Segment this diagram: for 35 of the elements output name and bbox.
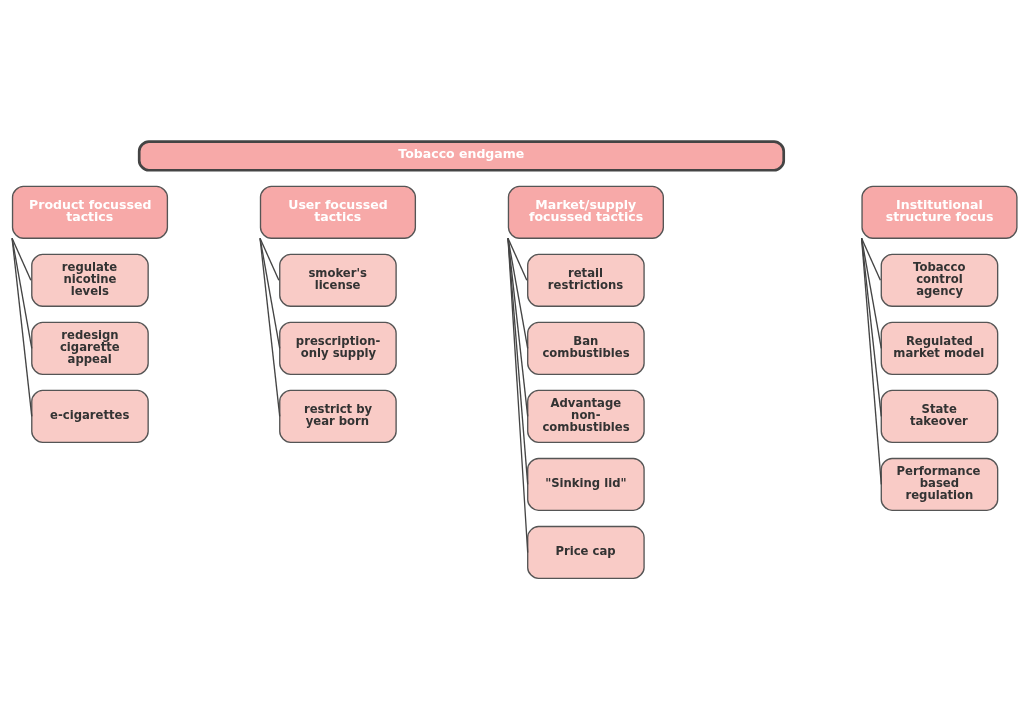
connector xyxy=(11,237,33,350)
node-box: Tobacco endgame xyxy=(137,140,786,172)
node-box: State takeover xyxy=(880,389,999,444)
connector xyxy=(11,237,33,418)
node-box: e-cigarettes xyxy=(31,389,149,444)
node-box: Product focussed tactics xyxy=(11,185,169,239)
node-box: redesign cigarette appeal xyxy=(31,321,149,375)
node-box: restrict by year born xyxy=(279,389,397,444)
node-box: Ban combustibles xyxy=(527,321,645,375)
node-box: Regulated market model xyxy=(880,321,999,375)
connector xyxy=(507,237,529,554)
connector xyxy=(507,237,528,281)
connector xyxy=(860,237,882,350)
connector xyxy=(259,237,281,350)
node-box: Advantage non-combustibles xyxy=(527,389,645,444)
node-box: retail restrictions xyxy=(527,253,645,307)
node-box: Market/supply focussed tactics xyxy=(507,185,664,239)
node-box: User focussed tactics xyxy=(259,185,417,239)
connector xyxy=(259,237,281,418)
node-box: Institutional structure focus xyxy=(861,185,1018,239)
connector xyxy=(860,237,882,418)
node-box: smoker's license xyxy=(279,253,397,307)
connector xyxy=(507,237,529,486)
node-box: "Sinking lid" xyxy=(527,457,645,512)
connector xyxy=(507,237,529,418)
node-box: prescription-only supply xyxy=(279,321,397,375)
node-box: regulate nicotine levels xyxy=(31,253,149,307)
connector xyxy=(507,237,529,350)
node-box: Performance based regulation xyxy=(880,457,999,512)
connector xyxy=(259,237,280,281)
connector xyxy=(11,237,32,281)
node-box: Tobacco control agency xyxy=(880,253,999,307)
connector xyxy=(860,237,882,486)
node-box: Price cap xyxy=(527,525,645,580)
connector xyxy=(860,237,882,281)
